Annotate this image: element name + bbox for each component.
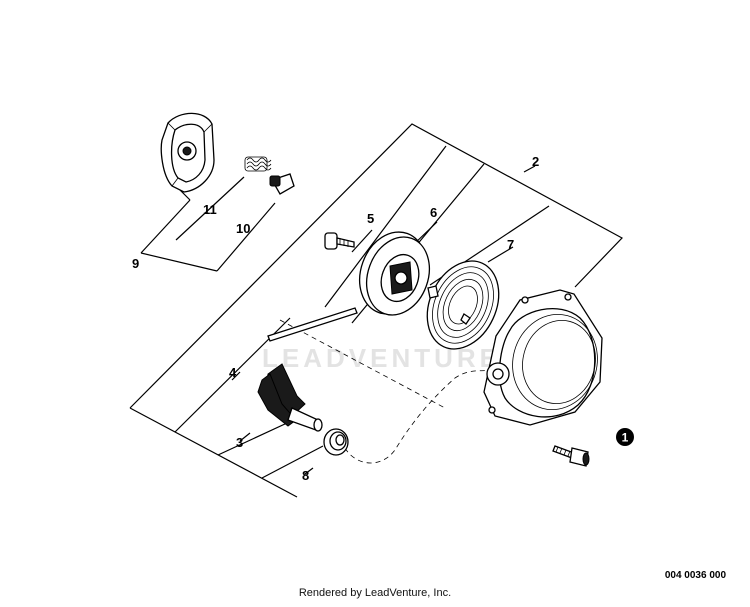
part-10-pawl xyxy=(269,173,295,195)
part-7-recoil-spring xyxy=(426,260,500,350)
callout-6: 6 xyxy=(430,205,437,220)
part-11-spring xyxy=(244,156,272,172)
footer-credit: Rendered by LeadVenture, Inc. xyxy=(299,587,451,599)
callout-labels: 2 5 6 7 11 10 9 4 3 8 1 xyxy=(132,154,634,483)
callout-9: 9 xyxy=(132,256,139,271)
reference-code: 004 0036 000 xyxy=(665,570,727,581)
part-2-starter-housing xyxy=(483,289,603,426)
callout-1: 1 xyxy=(622,431,629,445)
part-9-pawl-housing xyxy=(160,112,215,193)
callout-10: 10 xyxy=(236,221,250,236)
part-1-screw xyxy=(552,445,590,467)
callout-8: 8 xyxy=(302,468,309,483)
callout-2: 2 xyxy=(532,154,539,169)
part-8-grommet xyxy=(323,428,349,456)
part-5-screw xyxy=(324,232,355,250)
callout-1-badge xyxy=(616,428,634,446)
callout-4: 4 xyxy=(229,365,237,380)
callout-11: 11 xyxy=(203,202,217,217)
callout-5: 5 xyxy=(367,211,374,226)
part-6-pulley xyxy=(267,231,430,342)
callout-3: 3 xyxy=(236,435,243,450)
part-3-starter-handle xyxy=(257,363,323,432)
callout-7: 7 xyxy=(507,237,514,252)
